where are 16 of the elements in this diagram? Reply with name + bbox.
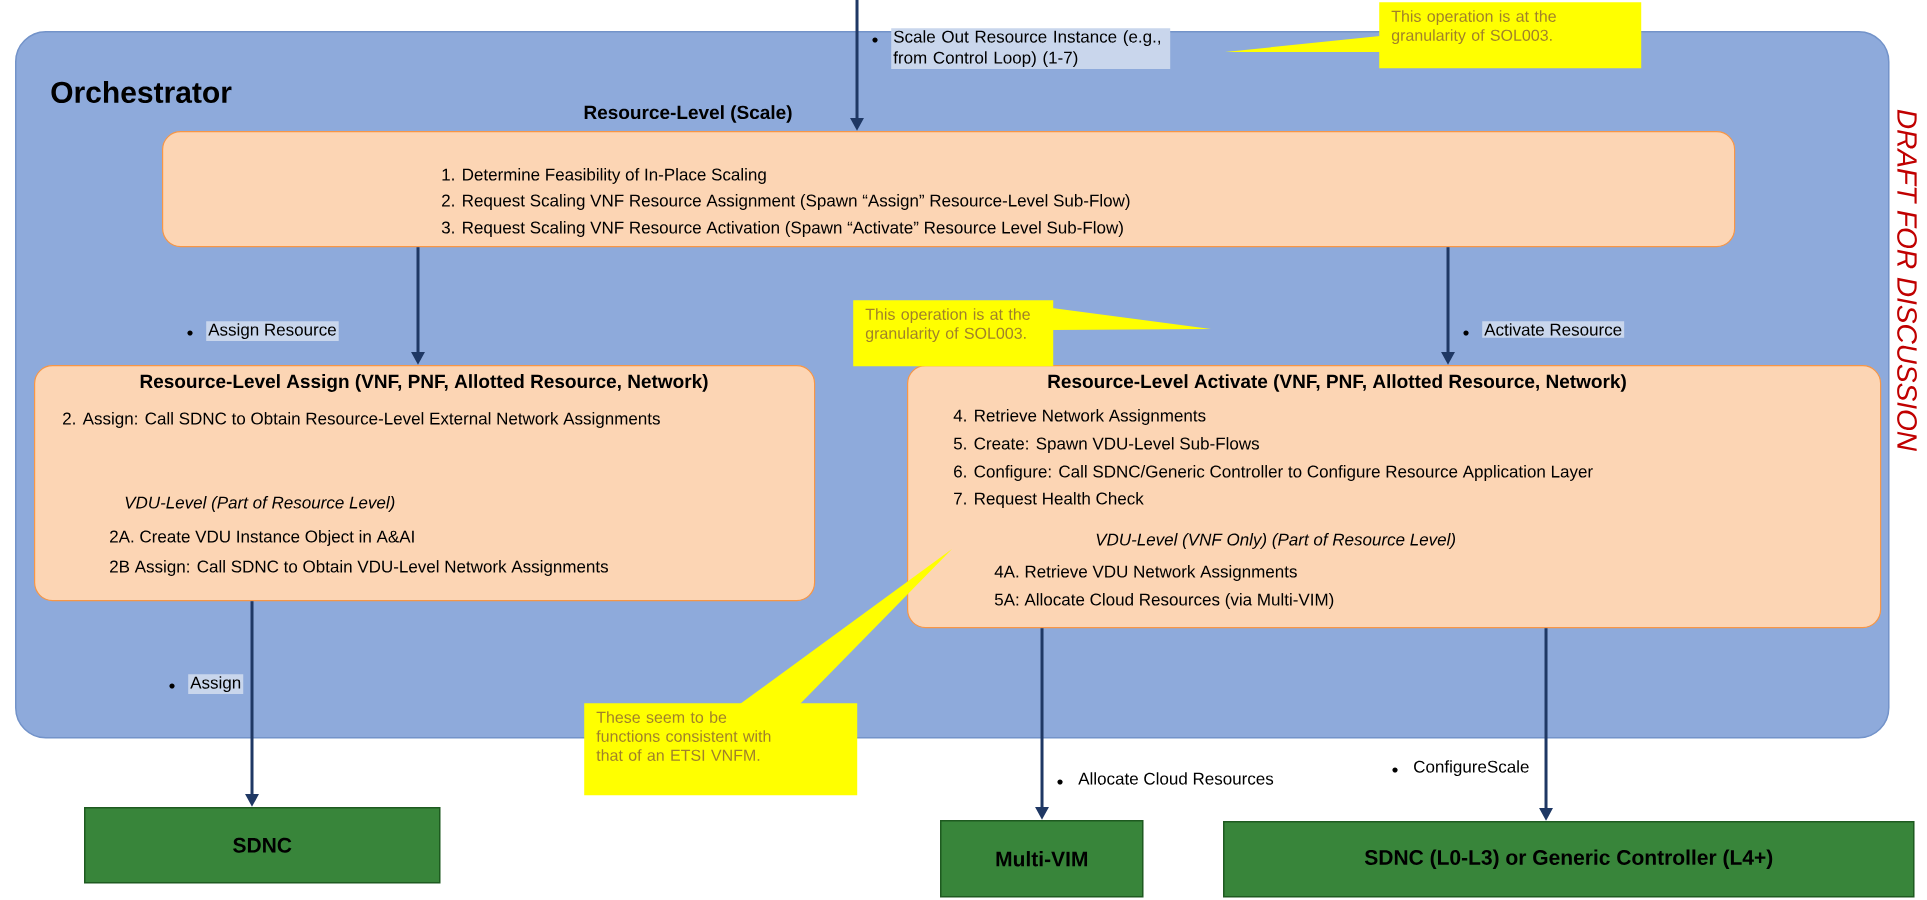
system-box: SDNC: [84, 807, 441, 884]
edge-label: ConfigureScale: [1392, 758, 1532, 779]
callout-box: This operation is at the granularity of SOL003.: [1225, 2, 1642, 69]
edge-label: Allocate Cloud Resources: [1057, 770, 1276, 787]
process-box: Resource-Level Assign (VNF, PNF, Allotted Resource, Network) 2. Assign: Call SDNC to Obtain Resource-Level External Network Assignments VDU-Level (Part of Resource Level) 2A. Create VDU Instance Object in A&AI 2B Assign: Call SDNC to Obtain VDU-Level Network Assignments: [34, 365, 816, 602]
edge-label: Scale Out Resource Instance (e.g., from Control Loop) (1-7): [872, 28, 1171, 70]
process-box: Resource-Level Activate (VNF, PNF, Allotted Resource, Network) 4. Retrieve Network Assignments 5. Create: Spawn VDU-Level Sub-Flows 6. Configure: Call SDNC/Generic Controller to Configure Resource Application Layer 7. Request Health Check VDU-Level (VNF Only) (Part of Resource Level) 4A. Retrieve VDU Network Assignments 5A: Allocate Cloud Resources (via Multi-VIM): [907, 365, 1882, 629]
edge-label: Activate Resource: [1463, 321, 1625, 338]
system-box: SDNC (L0-L3) or Generic Controller (L4+): [1223, 821, 1915, 898]
callout-box: This operation is at the granularity of SOL003.: [853, 300, 1211, 367]
edge-label: Assign: [169, 674, 244, 695]
edge-label: Assign Resource: [187, 321, 339, 342]
process-box: Resource-Level (Scale) 1. Determine Feasibility of In-Place Scaling 2. Request Scaling VNF Resource Assignment (Spawn “Assign” Resource-Level Sub-Flow) 3. Request Scaling VNF Resource Activation (Spawn “Activate” Resource Level Sub-Flow): [162, 105, 1736, 248]
draft-note: DRAFT FOR DISCUSSION: [1897, 109, 1917, 452]
system-box: Multi-VIM: [940, 820, 1144, 898]
node-label: Resource-Level (Scale): [584, 105, 792, 123]
